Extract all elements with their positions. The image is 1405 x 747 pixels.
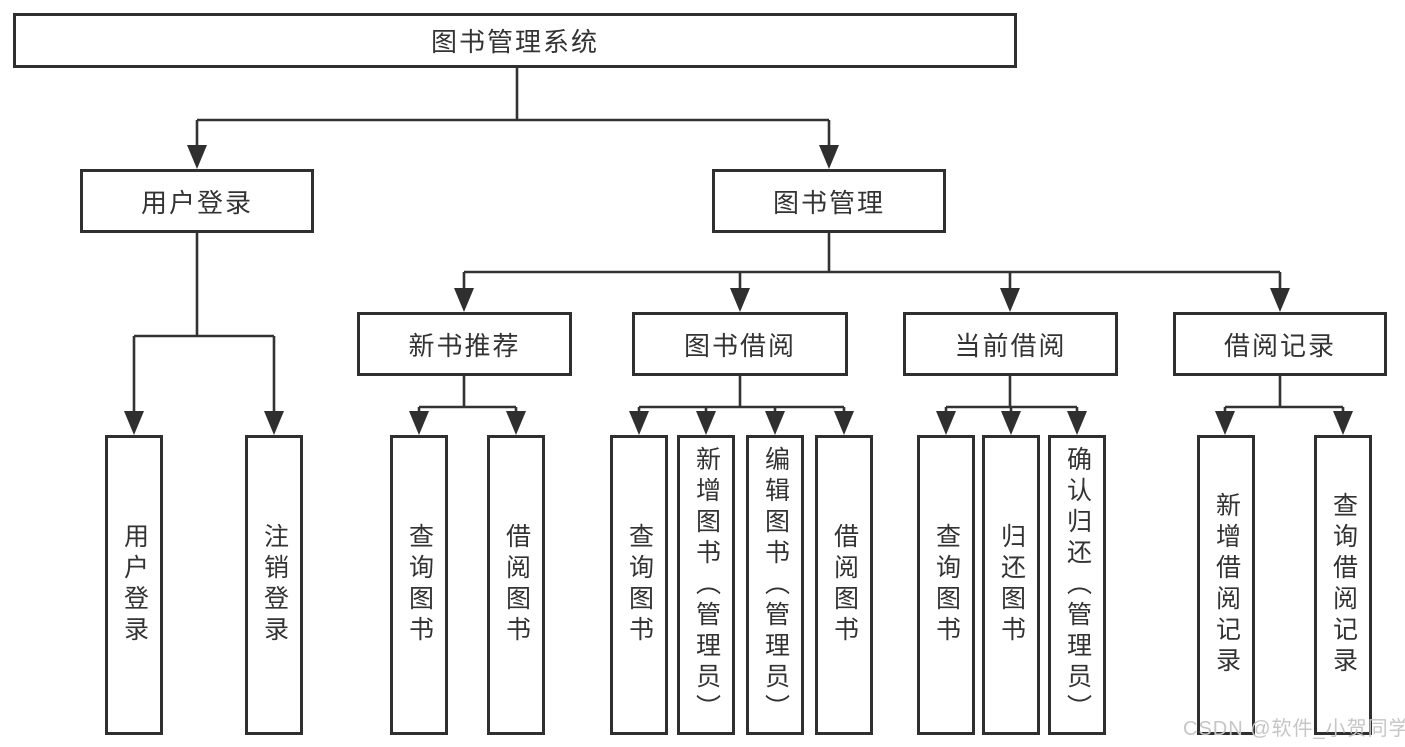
node-book-management: 图书管理 <box>712 169 946 233</box>
node-leaf-add-book-admin: 新增图书（管理员） <box>677 435 735 735</box>
arrowheads <box>124 145 1353 435</box>
node-leaf-logout: 注销登录 <box>245 435 303 735</box>
node-leaf-query-borrow-record: 查询借阅记录 <box>1314 435 1372 735</box>
node-user-login: 用户登录 <box>80 169 314 233</box>
node-library-management-system: 图书管理系统 <box>13 13 1017 68</box>
node-leaf-add-borrow-record: 新增借阅记录 <box>1197 435 1255 735</box>
node-leaf-confirm-return-admin: 确认归还（管理员） <box>1048 435 1106 735</box>
node-borrow-records: 借阅记录 <box>1173 312 1387 376</box>
node-leaf-edit-book-admin: 编辑图书（管理员） <box>746 435 804 735</box>
connector-paths <box>132 68 1345 416</box>
node-leaf-borrow-book: 借阅图书 <box>815 435 873 735</box>
node-new-book-recommend: 新书推荐 <box>357 312 572 376</box>
node-leaf-return-book: 归还图书 <box>982 435 1040 735</box>
csdn-watermark: CSDN @软件_小贺同学 <box>1183 718 1405 740</box>
node-leaf-query-book: 查询图书 <box>917 435 975 735</box>
node-leaf-query-book: 查询图书 <box>390 435 448 735</box>
node-current-borrow: 当前借阅 <box>903 312 1118 376</box>
node-leaf-user-login: 用户登录 <box>105 435 163 735</box>
node-book-borrow: 图书借阅 <box>632 312 848 376</box>
node-leaf-borrow-book: 借阅图书 <box>487 435 545 735</box>
node-leaf-query-book: 查询图书 <box>610 435 668 735</box>
